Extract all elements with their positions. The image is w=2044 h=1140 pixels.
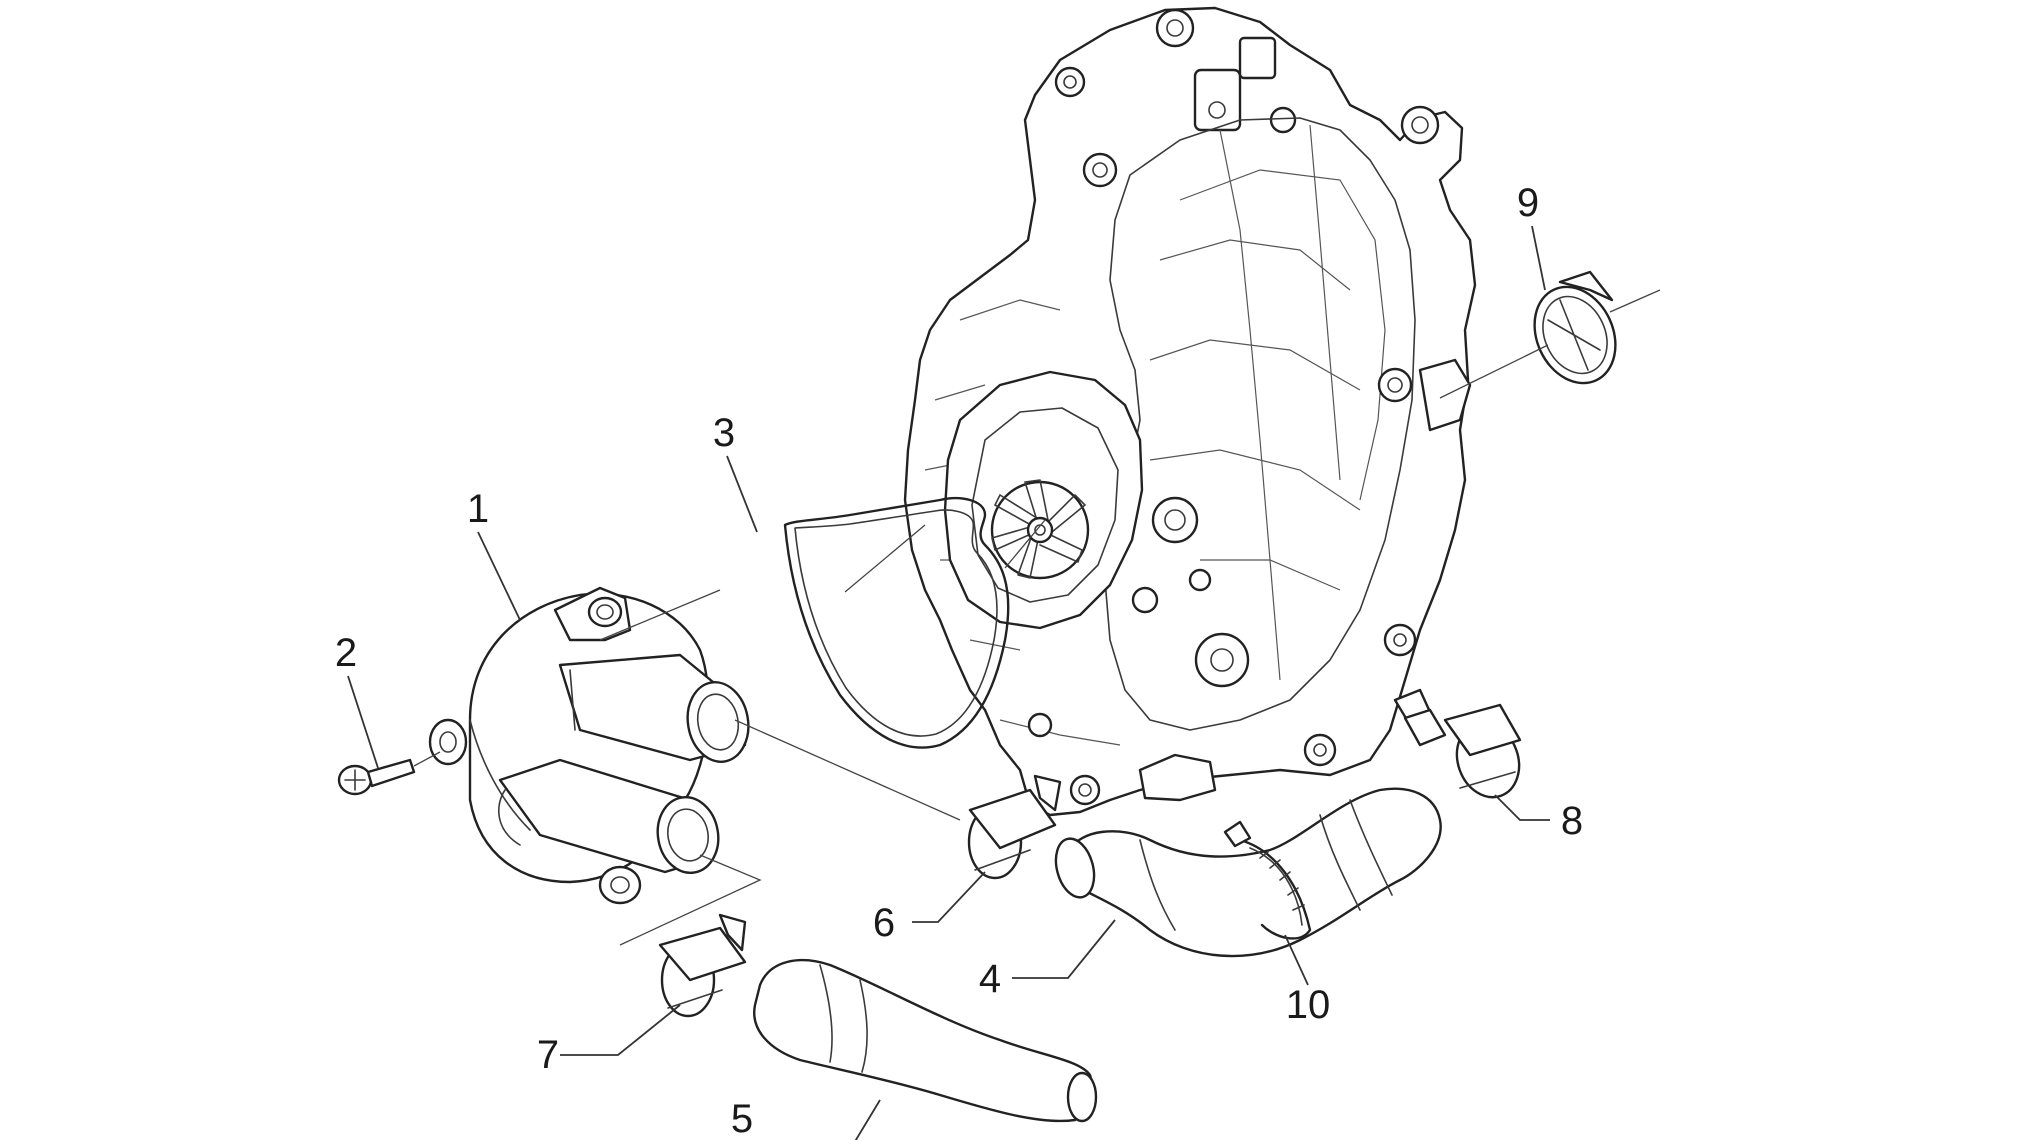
callout-1: 1	[467, 487, 489, 531]
hose-clamp-7	[658, 913, 747, 1018]
plug	[1533, 270, 1617, 385]
plug-axis-line	[1609, 289, 1661, 313]
outlet-to-hose-line	[734, 719, 961, 821]
callout-7: 7	[537, 1033, 559, 1077]
hose-4	[1054, 787, 1442, 958]
cover-mount-line	[599, 589, 721, 641]
gasket-alignment-line	[844, 524, 926, 593]
hose-clamp-8	[1403, 703, 1522, 799]
callout-6: 6	[873, 901, 895, 945]
o-ring-gasket	[783, 496, 1010, 749]
hose-clamp-6	[967, 774, 1062, 880]
callout-2: 2	[335, 631, 357, 675]
screw-axis-line	[413, 751, 441, 767]
outlet-lower-line	[619, 854, 762, 946]
callout-8: 8	[1561, 799, 1583, 843]
screw	[337, 758, 416, 796]
water-pump-cover	[428, 586, 750, 905]
callout-labels: 1 2 3 4 5 6 7 8 9 10	[335, 181, 1583, 1140]
callout-9: 9	[1517, 181, 1539, 225]
impeller	[990, 479, 1090, 580]
clamp-10	[1223, 820, 1312, 940]
leader-lines	[347, 225, 1550, 1140]
callout-4: 4	[979, 957, 1001, 1001]
callout-3: 3	[713, 411, 735, 455]
pump-alignment-line	[1004, 519, 1046, 569]
hose-5	[753, 958, 1098, 1123]
callout-5: 5	[731, 1097, 753, 1140]
engine-cover	[903, 6, 1477, 817]
plug-mount-line	[1439, 344, 1549, 399]
callout-10: 10	[1286, 983, 1331, 1027]
